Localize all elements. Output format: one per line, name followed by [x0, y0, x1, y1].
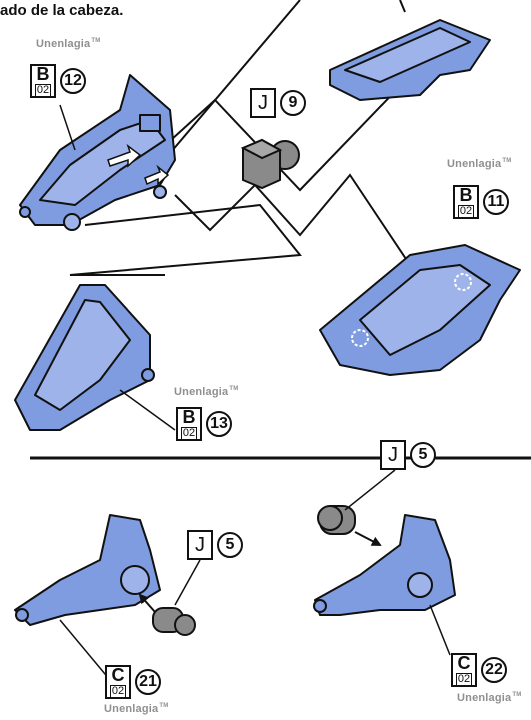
part-12 — [19, 74, 176, 231]
hull-part-top — [329, 0, 491, 101]
instruction-heading: ado de la cabeza. — [0, 2, 124, 19]
part-13 — [14, 284, 155, 431]
arrow-21 — [138, 593, 156, 613]
part-number: 11 — [483, 189, 509, 215]
runner-box: J — [250, 88, 276, 118]
part-badge-j-5-right: J 5 — [380, 440, 436, 470]
part-badge-j-9: J 9 — [250, 88, 306, 118]
brand-label: UnenlagiaTM — [447, 158, 512, 170]
part-number: 22 — [481, 657, 507, 683]
part-21 — [14, 514, 161, 626]
part-number: 5 — [410, 442, 436, 468]
runner-box: J — [187, 530, 213, 560]
poly-cap-5a — [152, 607, 196, 636]
runner-box: J — [380, 440, 406, 470]
white-arrows — [107, 143, 170, 186]
part-number: 9 — [280, 90, 306, 116]
part-number: 12 — [60, 68, 86, 94]
leader-12 — [59, 104, 76, 151]
part-11 — [319, 244, 521, 376]
brand-label: UnenlagiaTM — [457, 692, 522, 704]
part-number: 13 — [206, 411, 232, 437]
leader-5a — [174, 559, 201, 606]
part-number: 5 — [217, 532, 243, 558]
brand-label: UnenlagiaTM — [174, 386, 239, 398]
leader-5b — [344, 469, 396, 511]
poly-cap-5b — [317, 505, 356, 535]
poly-cap-9 — [240, 138, 300, 190]
leader-22 — [429, 604, 451, 656]
arrow-22 — [354, 531, 382, 546]
leader-21 — [59, 619, 111, 681]
leader-13 — [119, 389, 176, 431]
brand-label: UnenlagiaTM — [104, 703, 169, 715]
part-badge-j-5-left: J 5 — [187, 530, 243, 560]
part-number: 21 — [135, 669, 161, 695]
brand-label: UnenlagiaTM — [36, 38, 101, 50]
part-22 — [313, 514, 456, 616]
